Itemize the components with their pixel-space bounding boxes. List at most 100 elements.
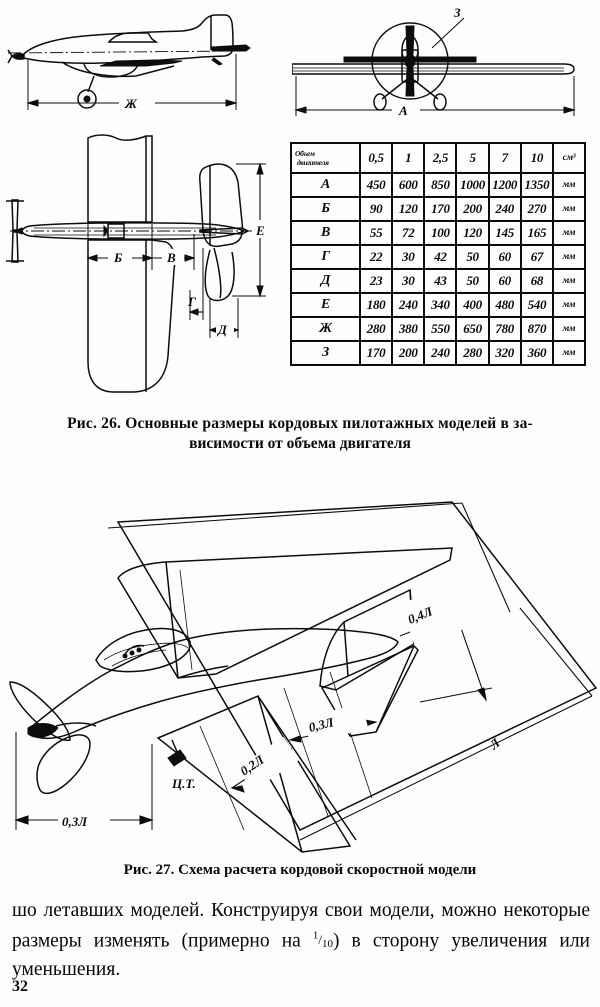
- column-header: 0,5: [361, 144, 392, 172]
- row-unit: мм: [554, 222, 584, 244]
- row-unit: мм: [554, 270, 584, 292]
- table-row: Б 90 120 170 200 240 270 мм: [292, 198, 584, 220]
- corner-header-line2: двигателя: [297, 158, 329, 167]
- table-cell: 1350: [521, 174, 552, 196]
- figure-27-caption: Рис. 27. Схема расчета кордовой скоростн…: [0, 860, 600, 880]
- plan-view-dimension-d: Д: [217, 322, 228, 337]
- table-row: Ж 280 380 550 650 780 870 мм: [292, 318, 584, 340]
- figure-27-label-overall: Л: [486, 734, 504, 753]
- table-cell: 650: [457, 318, 488, 340]
- table-cell: 240: [425, 342, 456, 364]
- plan-view-dimension-e: Е: [255, 223, 265, 238]
- table-cell: 50: [457, 270, 488, 292]
- fraction-denominator: 10: [321, 937, 333, 950]
- column-header: 7: [489, 144, 520, 172]
- row-key: Е: [292, 294, 359, 316]
- table-cell: 120: [393, 198, 424, 220]
- dimension-table: Объем двигателя 0,5 1 2,5 5 7 10 см³: [290, 142, 586, 366]
- figure-26: Ж: [0, 0, 600, 400]
- table-row: А 450 600 850 1000 1200 1350 мм: [292, 174, 584, 196]
- table-row: Е 180 240 340 400 480 540 мм: [292, 294, 584, 316]
- front-view-drawing: З А: [292, 4, 598, 124]
- front-view-prop-dimension-label: З: [453, 5, 461, 20]
- figure-27-label-cg-marker: Ц.Т.: [171, 776, 196, 791]
- table-cell: 170: [425, 198, 456, 220]
- plan-view-svg: Б В Г Д: [6, 134, 272, 393]
- table-row: З 170 200 240 280 320 360 мм: [292, 342, 584, 364]
- table-cell: 145: [489, 222, 520, 244]
- plan-view-dimension-v: В: [166, 250, 176, 265]
- table-cell: 120: [457, 222, 488, 244]
- row-unit: мм: [554, 246, 584, 268]
- plan-view-dimension-b: Б: [113, 250, 122, 265]
- side-view-svg: Ж: [7, 14, 251, 112]
- table-cell: 23: [361, 270, 392, 292]
- figure-27-svg: Л 0,4Л 0,3Л 0,2Л Ц.Т.: [9, 501, 598, 853]
- figure-27-label-wing-station: 0,3Л: [307, 714, 336, 735]
- table-cell: 60: [489, 246, 520, 268]
- figure-27: Л 0,4Л 0,3Л 0,2Л Ц.Т.: [0, 500, 600, 855]
- table-cell: 22: [361, 246, 392, 268]
- side-view-dimension-label: Ж: [124, 96, 138, 111]
- table-header-row: Объем двигателя 0,5 1 2,5 5 7 10 см³: [292, 144, 584, 172]
- plan-view-dimension-g: Г: [187, 294, 196, 309]
- table-cell: 270: [521, 198, 552, 220]
- caption-line-2: висимости от объема двигателя: [189, 435, 411, 452]
- row-key: Г: [292, 246, 359, 268]
- row-unit: мм: [554, 174, 584, 196]
- column-header: 10: [521, 144, 552, 172]
- table-body: А 450 600 850 1000 1200 1350 мм Б 90 120…: [292, 174, 584, 364]
- front-view-span-dimension-label: А: [398, 103, 408, 118]
- engine-dimension-table: Объем двигателя 0,5 1 2,5 5 7 10 см³: [290, 142, 590, 366]
- table-cell: 1000: [457, 174, 488, 196]
- table-cell: 280: [361, 318, 392, 340]
- row-key: Ж: [292, 318, 359, 340]
- row-unit: мм: [554, 294, 584, 316]
- table-cell: 320: [489, 342, 520, 364]
- figure-26-caption: Рис. 26. Основные размеры кордовых пилот…: [0, 414, 600, 454]
- table-cell: 240: [393, 294, 424, 316]
- table-cell: 30: [393, 246, 424, 268]
- table-cell: 280: [457, 342, 488, 364]
- table-cell: 360: [521, 342, 552, 364]
- row-key: Д: [292, 270, 359, 292]
- row-key: З: [292, 342, 359, 364]
- table-cell: 67: [521, 246, 552, 268]
- side-view-drawing: Ж: [6, 6, 290, 124]
- fraction-numerator: 1: [312, 929, 319, 942]
- table-cell: 30: [393, 270, 424, 292]
- table-cell: 43: [425, 270, 456, 292]
- row-unit: мм: [554, 342, 584, 364]
- front-view-svg: З А: [292, 5, 576, 119]
- table-cell: 850: [425, 174, 456, 196]
- table-cell: 100: [425, 222, 456, 244]
- table-cell: 170: [361, 342, 392, 364]
- header-unit: см³: [554, 144, 584, 172]
- figure-27-label-nose: 0,3Л: [62, 814, 88, 829]
- plan-view-drawing: Б В Г Д: [4, 130, 290, 398]
- table-cell: 540: [521, 294, 552, 316]
- row-key: Б: [292, 198, 359, 220]
- column-header: 2,5: [425, 144, 456, 172]
- table-cell: 50: [457, 246, 488, 268]
- table-cell: 60: [489, 270, 520, 292]
- table-corner-header: Объем двигателя: [292, 144, 359, 172]
- page-number: 32: [12, 978, 28, 995]
- paragraph-tail: ) в сторону увеличения или уменьшения.: [12, 929, 590, 981]
- row-unit: мм: [554, 318, 584, 340]
- table-cell: 68: [521, 270, 552, 292]
- paragraph-lead: шо летавших моделей. Конструируя свои мо…: [12, 900, 590, 951]
- table-row: Д 23 30 43 50 60 68 мм: [292, 270, 584, 292]
- table-cell: 165: [521, 222, 552, 244]
- caption-line-1: Рис. 26. Основные размеры кордовых пилот…: [67, 415, 533, 432]
- column-header: 1: [393, 144, 424, 172]
- table-cell: 180: [361, 294, 392, 316]
- row-key: В: [292, 222, 359, 244]
- caption-27-text: Рис. 27. Схема расчета кордовой скоростн…: [123, 862, 477, 878]
- body-paragraph: шо летавших моделей. Конструируя свои мо…: [12, 898, 590, 983]
- row-key: А: [292, 174, 359, 196]
- corner-header-line1: Объем: [295, 149, 315, 158]
- table-cell: 400: [457, 294, 488, 316]
- fraction: 1/10: [312, 929, 333, 950]
